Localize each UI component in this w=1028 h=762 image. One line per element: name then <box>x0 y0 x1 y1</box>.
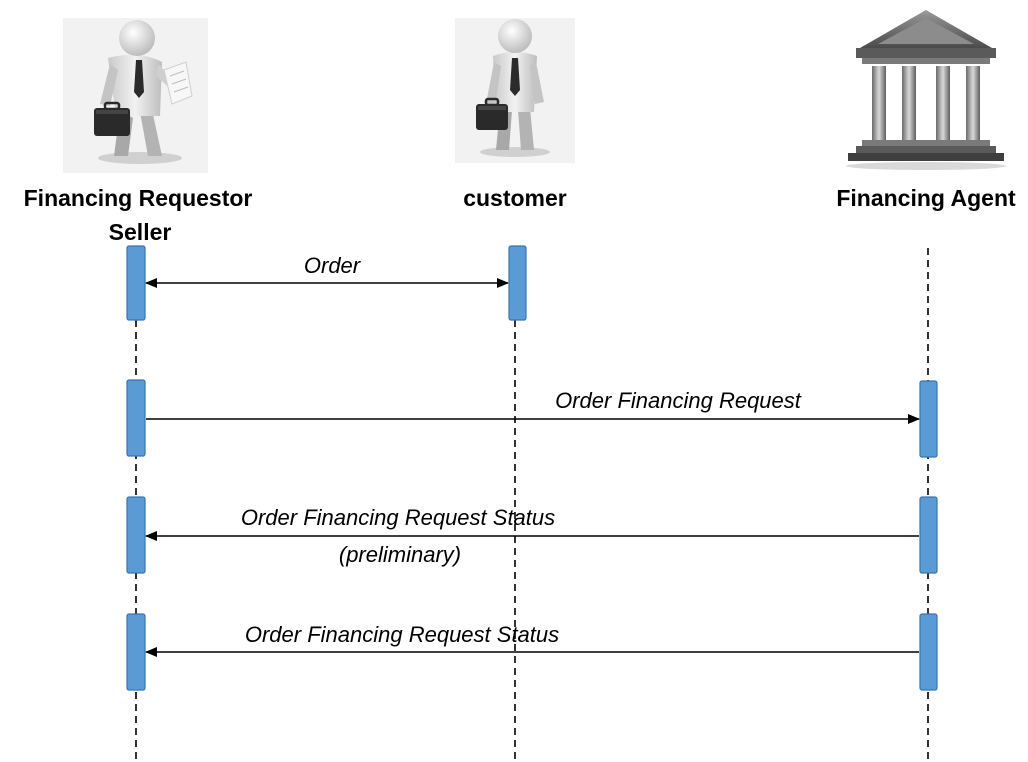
activation-customer-1 <box>508 245 527 321</box>
activation-seller-3 <box>126 496 146 574</box>
activation-agent-3 <box>919 496 938 574</box>
activation-agent-4 <box>919 613 938 691</box>
message-label-order-financing-request: Order Financing Request <box>555 388 802 413</box>
message-sublabel-preliminary: (preliminary) <box>339 542 461 567</box>
actor-label-customer: customer <box>463 185 567 211</box>
businessman-with-briefcase-icon <box>455 18 575 163</box>
actor-label-financing-agent: Financing Agent <box>836 185 1016 211</box>
bank-building-icon <box>846 10 1006 170</box>
actor-label-seller-line2: Seller <box>109 219 172 245</box>
activation-seller-4 <box>126 613 146 691</box>
activation-agent-2 <box>919 380 938 458</box>
message-label-status-final: Order Financing Request Status <box>245 622 559 647</box>
businessman-with-briefcase-and-papers-icon <box>63 18 208 173</box>
actor-label-seller-line1: Financing Requestor <box>24 185 253 211</box>
message-label-status-preliminary: Order Financing Request Status <box>241 505 555 530</box>
activation-seller-1 <box>126 245 146 321</box>
activation-seller-2 <box>126 379 146 457</box>
message-label-order: Order <box>304 253 362 278</box>
